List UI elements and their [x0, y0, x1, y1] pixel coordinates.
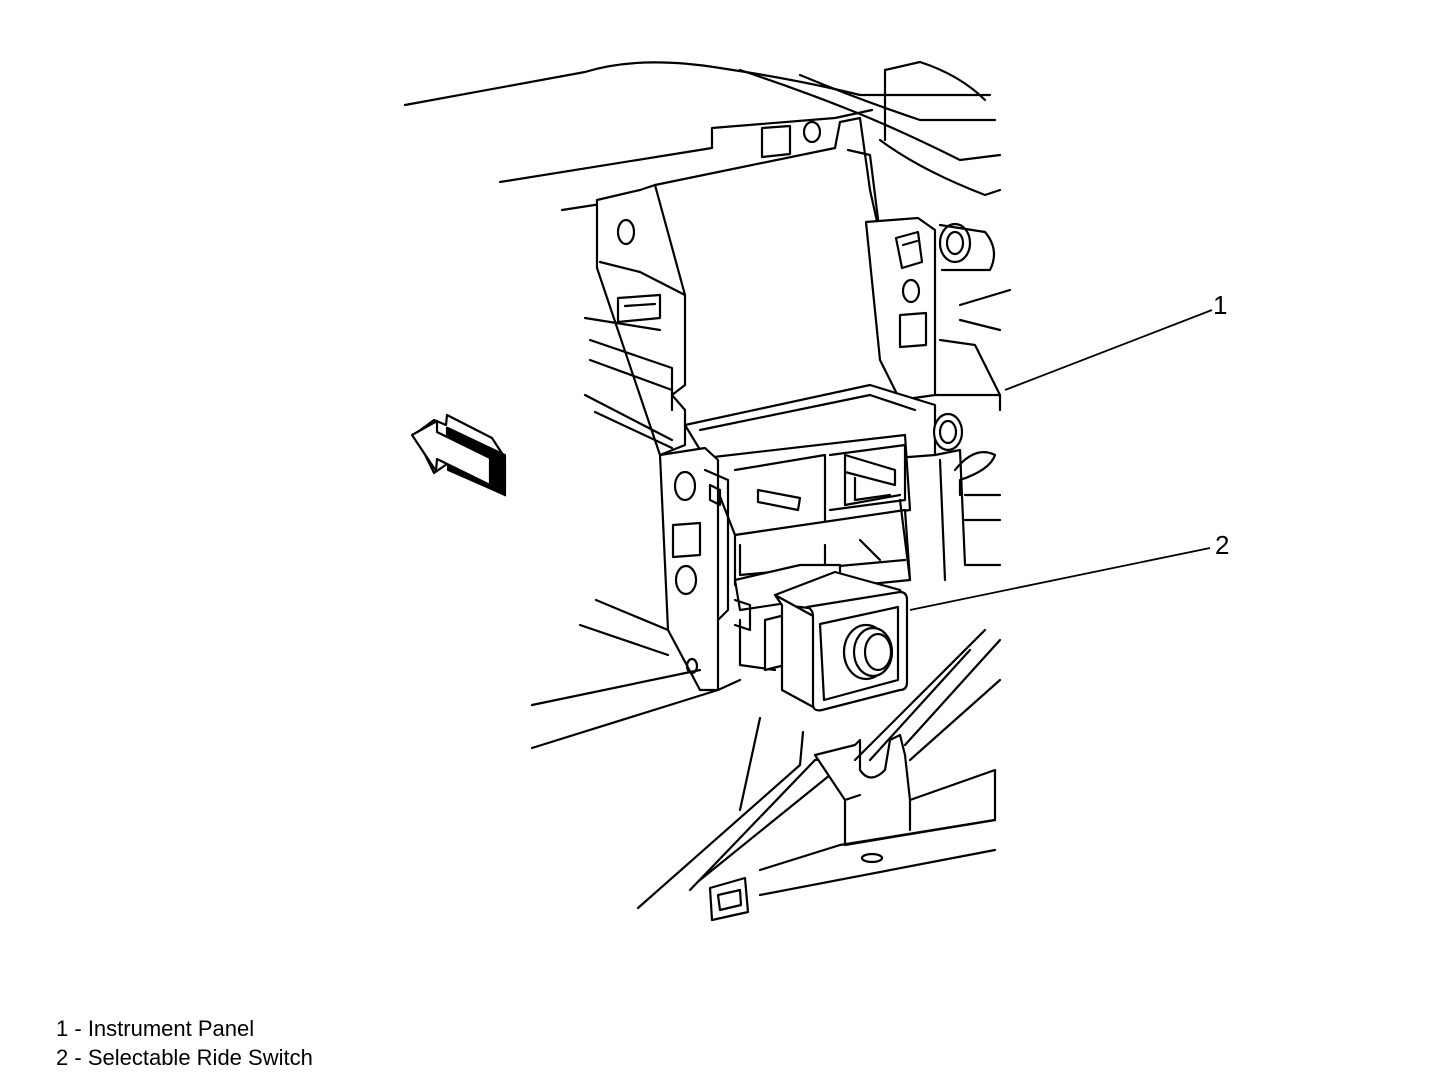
legend-text: Selectable Ride Switch [87, 1045, 313, 1070]
leader-line-1 [1004, 309, 1213, 391]
leader-line-2 [909, 547, 1211, 611]
left-mounting-bracket [583, 183, 687, 457]
legend-separator: - [68, 1016, 88, 1041]
callout-2: 2 [1215, 530, 1230, 560]
legend-item-instrument-panel: 1 - Instrument Panel [56, 1014, 313, 1043]
dash-top-outline [403, 60, 1002, 212]
selectable-ride-switch [773, 570, 909, 712]
legend-number: 1 [56, 1016, 69, 1041]
selectable-ride-switch-knob [842, 623, 894, 681]
switch-bezel-housing [683, 383, 964, 547]
lower-console-bracket [758, 628, 1002, 897]
legend: 1 - Instrument Panel 2 - Selectable Ride… [56, 1014, 313, 1072]
legend-item-selectable-ride-switch: 2 - Selectable Ride Switch [56, 1043, 313, 1072]
right-mounting-bracket [864, 216, 1012, 412]
legend-separator: - [68, 1045, 88, 1070]
front-direction-arrow-icon [410, 413, 507, 497]
callout-1: 1 [1213, 290, 1228, 320]
right-clip-area [898, 448, 1002, 582]
legend-number: 2 [56, 1045, 69, 1070]
upper-frame [653, 116, 882, 237]
left-lower-bracket [658, 446, 730, 692]
legend-text: Instrument Panel [87, 1016, 255, 1041]
